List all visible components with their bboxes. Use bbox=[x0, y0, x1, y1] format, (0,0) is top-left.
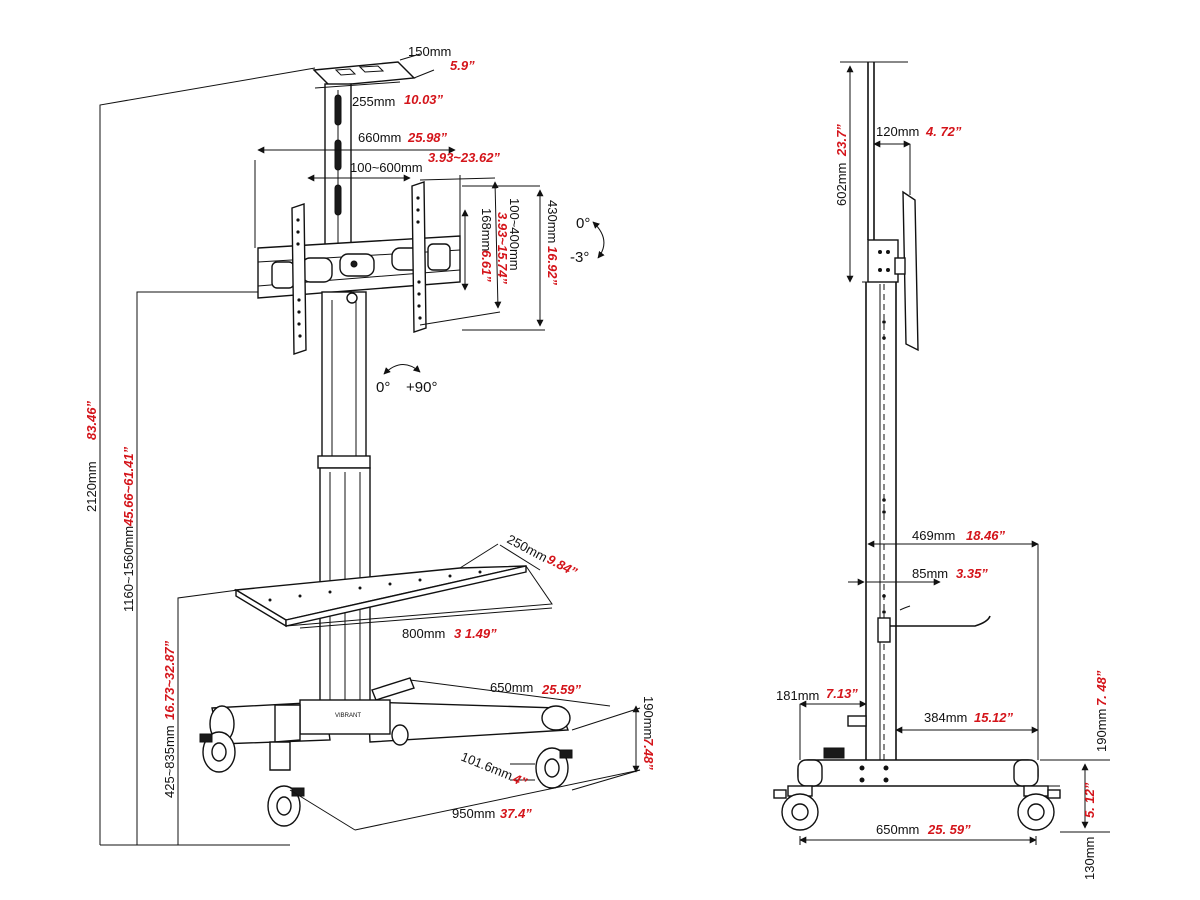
caster-mm: 101.6mm bbox=[459, 749, 515, 783]
bracket-height-inch: 16.92” bbox=[545, 246, 560, 286]
base-height-inch: 7.48” bbox=[641, 738, 656, 770]
tilt-top: 0° bbox=[576, 215, 590, 232]
side-base-depth-inch: 25. 59” bbox=[927, 822, 971, 837]
bracket-height-mm: 430mm bbox=[545, 200, 560, 243]
side-shelf-reach-inch: 18.46” bbox=[966, 528, 1006, 543]
front-view: VIBRANT bbox=[99, 53, 641, 846]
base-depth-mm: 650mm bbox=[490, 680, 533, 695]
total-height-mm: 2120mm bbox=[84, 461, 99, 512]
side-base-height-inch: 7. 48” bbox=[1094, 670, 1109, 706]
vesa-horizontal-mm: 100~600mm bbox=[350, 160, 423, 175]
vesa-vertical-mm: 100~400mm bbox=[507, 198, 522, 271]
shelf-depth-inch: 9.84” bbox=[545, 551, 581, 579]
shelf-height-inch: 16.73~32.87” bbox=[162, 640, 177, 720]
side-shelf-reach-mm: 469mm bbox=[912, 528, 955, 543]
shelf-height-mm: 425~835mm bbox=[162, 725, 177, 798]
side-front-inch: 15.12” bbox=[974, 710, 1014, 725]
side-column-mm: 85mm bbox=[912, 566, 948, 581]
side-offset-mm: 120mm bbox=[876, 124, 919, 139]
shelf-width-inch: 3 1.49” bbox=[454, 626, 497, 641]
side-rear-inch: 7.13” bbox=[826, 686, 858, 701]
side-rear-mm: 181mm bbox=[776, 688, 819, 703]
top-plate-inch: 5.9” bbox=[450, 58, 475, 73]
bracket-depth-inch: 6.61” bbox=[479, 250, 494, 282]
side-view bbox=[773, 61, 1110, 845]
base-width-inch: 37.4” bbox=[500, 806, 532, 821]
svg-text:VIBRANT: VIBRANT bbox=[335, 713, 361, 719]
column-width-mm: 255mm bbox=[352, 94, 395, 109]
side-wheel-inch: 5. 12” bbox=[1082, 782, 1097, 818]
shelf-depth-mm: 250mm bbox=[505, 531, 550, 565]
side-base-height-mm: 190mm bbox=[1094, 709, 1109, 752]
side-top-height-mm: 602mm bbox=[834, 163, 849, 206]
vesa-horizontal-inch: 3.93~23.62” bbox=[428, 150, 500, 165]
caster-inch: 4” bbox=[510, 770, 530, 790]
bracket-width-mm: 660mm bbox=[358, 130, 401, 145]
bracket-depth-mm: 168mm bbox=[479, 208, 494, 251]
total-height-inch: 83.46” bbox=[84, 400, 99, 440]
side-top-height-inch: 23.7” bbox=[834, 124, 849, 157]
tilt-bottom: -3° bbox=[570, 249, 589, 266]
top-plate-mm: 150mm bbox=[408, 44, 451, 59]
side-base-depth-mm: 650mm bbox=[876, 822, 919, 837]
adjust-height-mm: 1160~1560mm bbox=[121, 526, 136, 612]
side-wheel-mm: 130mm bbox=[1082, 837, 1097, 880]
front-labels: 150mm 5.9” 255mm 10.03” 660mm 25.98” 100… bbox=[84, 44, 656, 821]
side-labels: 602mm 23.7” 120mm 4. 72” 469mm 18.46” 85… bbox=[776, 124, 1109, 880]
vesa-vertical-inch: 3.93~15.74” bbox=[495, 212, 510, 284]
base-width-mm: 950mm bbox=[452, 806, 495, 821]
shelf-width-mm: 800mm bbox=[402, 626, 445, 641]
side-column-inch: 3.35” bbox=[956, 566, 988, 581]
bracket-width-inch: 25.98” bbox=[407, 130, 448, 145]
side-front-mm: 384mm bbox=[924, 710, 967, 725]
rotate-end: +90° bbox=[406, 379, 437, 396]
rotate-start: 0° bbox=[376, 379, 390, 396]
base-depth-inch: 25.59” bbox=[541, 682, 582, 697]
adjust-height-inch: 45.66~61.41” bbox=[121, 446, 136, 527]
base-height-mm: 190mm bbox=[641, 696, 656, 739]
column-width-inch: 10.03” bbox=[404, 92, 444, 107]
side-offset-inch: 4. 72” bbox=[925, 124, 962, 139]
